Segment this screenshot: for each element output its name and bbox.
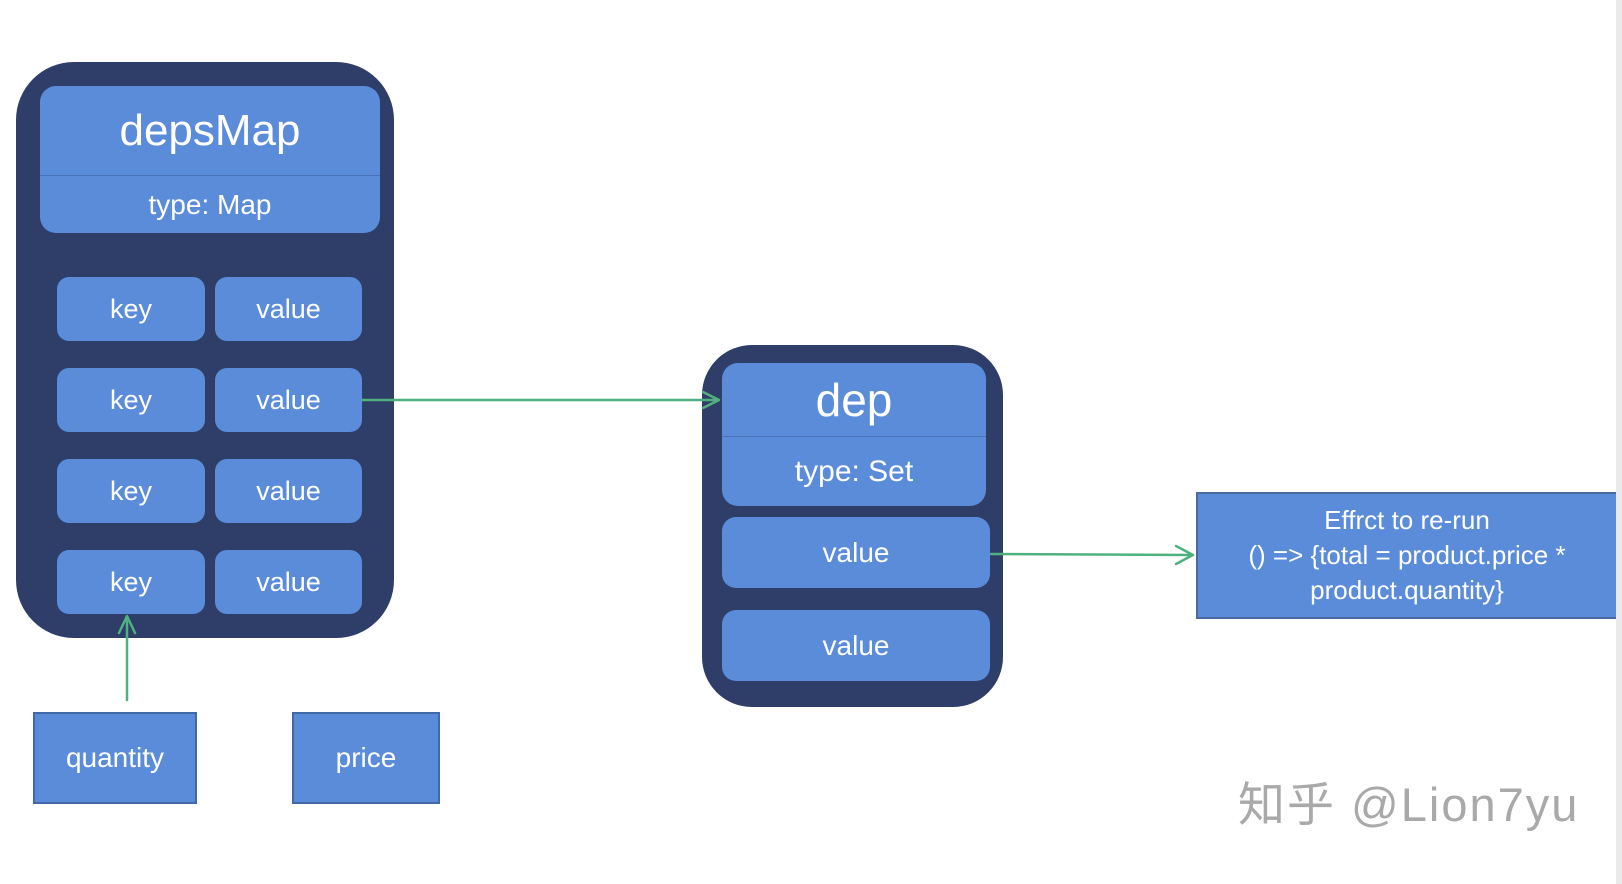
effect-line-1: Effrct to re-run [1324, 505, 1490, 535]
depsmap-header: depsMap type: Map [40, 86, 380, 233]
dep-value-1: value [722, 517, 990, 588]
effect-line-3: product.quantity} [1310, 575, 1504, 605]
depsmap-row2-key: key [57, 368, 205, 432]
depsmap-row1-key: key [57, 277, 205, 341]
depsmap-row2-value: value [215, 368, 362, 432]
dep-value-2: value [722, 610, 990, 681]
effect-line-2: () => {total = product.price * [1248, 540, 1566, 570]
arrow-depsmap-to-dep-icon [360, 390, 721, 410]
depsmap-row1-value: value [215, 277, 362, 341]
zhihu-watermark: 知乎 @Lion7yu [1238, 778, 1580, 831]
dep-type-label: type: Set [794, 454, 914, 488]
depsmap-row4-value: value [215, 550, 362, 614]
dep-title: dep [722, 363, 986, 437]
dep-container: dep type: Set value value [702, 345, 1003, 707]
depsmap-row3-key: key [57, 459, 205, 523]
quantity-box: quantity [33, 712, 197, 804]
depsmap-row3-value: value [215, 459, 362, 523]
right-edge-strip [1616, 0, 1622, 884]
price-box: price [292, 712, 440, 804]
dep-header: dep type: Set [722, 363, 986, 506]
depsmap-type-label: type: Map [148, 188, 272, 220]
effect-box: Effrct to re-run () => {total = product.… [1196, 492, 1618, 619]
depsmap-title: depsMap [40, 86, 380, 176]
depsmap-row4-key: key [57, 550, 205, 614]
depsmap-container: depsMap type: Map key value key value ke… [16, 62, 394, 638]
arrow-dep-to-effect-icon [989, 544, 1195, 566]
